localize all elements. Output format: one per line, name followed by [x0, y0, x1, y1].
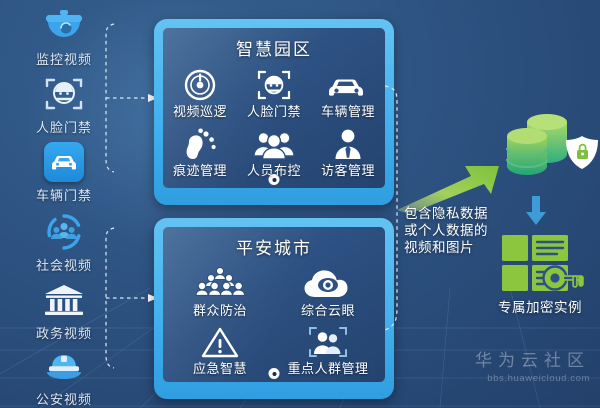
- source-label: 监控视频: [35, 52, 92, 67]
- vehicle-management-icon: [311, 63, 385, 101]
- cloud-eye-icon: [274, 262, 382, 300]
- feature-label: 访客管理: [320, 163, 375, 178]
- car-icon-chip: [44, 142, 84, 182]
- feature-label: 人脸门禁: [246, 104, 301, 119]
- panel-smart-park[interactable]: 智慧园区 视频巡逻: [154, 19, 394, 205]
- flow-caption-line-1: 包含隐私数据: [404, 206, 488, 221]
- source-label: 车辆门禁: [35, 188, 92, 203]
- feature-label: 人员布控: [246, 163, 301, 178]
- watermark-brand: 华为云社区: [475, 351, 590, 370]
- source-item-police-video[interactable]: 公安视频: [0, 344, 128, 408]
- panel-safe-city[interactable]: 平安城市: [154, 218, 394, 399]
- feature-personnel-control[interactable]: 人员布控: [237, 122, 311, 179]
- feature-key-population[interactable]: 重点人群管理: [274, 320, 382, 377]
- watermark: 华为云社区 bbs.huaweicloud.com: [475, 346, 590, 384]
- secure-database-icon: [506, 114, 598, 175]
- panel-title: 智慧园区: [236, 40, 312, 59]
- source-item-face-access[interactable]: 人脸门禁: [0, 72, 128, 136]
- source-label: 政务视频: [35, 326, 92, 341]
- key-population-icon: [274, 320, 382, 358]
- car-icon: [0, 140, 128, 184]
- feature-row-2: 痕迹管理 人员布控: [163, 122, 385, 179]
- source-item-social-video[interactable]: 社会视频: [0, 210, 128, 274]
- feature-face-access[interactable]: 人脸门禁: [237, 63, 311, 120]
- feature-video-patrol[interactable]: 视频巡逻: [163, 63, 237, 120]
- feature-label: 视频巡逻: [172, 104, 227, 119]
- shield-lock-icon: [566, 136, 598, 169]
- watermark-url: bbs.huaweicloud.com: [487, 373, 590, 384]
- source-label: 人脸门禁: [35, 120, 92, 135]
- panel-safe-city-screen: 平安城市: [163, 227, 385, 382]
- government-building-icon: [0, 278, 128, 322]
- personnel-control-icon: [237, 122, 311, 160]
- feature-row-1: 群众防治 综合云眼: [163, 262, 385, 319]
- face-recognition-icon: [0, 72, 128, 116]
- feature-label: 应急智慧: [192, 361, 247, 376]
- feature-vehicle-management[interactable]: 车辆管理: [311, 63, 385, 120]
- video-patrol-icon: [163, 63, 237, 101]
- encrypted-instance-label: 专属加密实例: [498, 300, 582, 315]
- feature-label: 重点人群管理: [287, 361, 369, 376]
- arrow-down-icon: [526, 196, 546, 225]
- community-people-icon: [0, 210, 128, 254]
- face-access-icon: [237, 63, 311, 101]
- source-list: 监控视频 人脸门禁: [0, 0, 128, 408]
- tablet-home-button[interactable]: [268, 174, 280, 185]
- source-label: 公安视频: [35, 392, 92, 407]
- flow-caption-line-3: 视频和图片: [404, 240, 474, 255]
- feature-visitor-management[interactable]: 访客管理: [311, 122, 385, 179]
- feature-row-2: 应急智慧 重点人群管理: [163, 320, 385, 377]
- feature-trace-management[interactable]: 痕迹管理: [163, 122, 237, 179]
- footprint-trace-icon: [163, 122, 237, 160]
- feature-label: 综合云眼: [300, 303, 355, 318]
- source-item-monitoring-video[interactable]: 监控视频: [0, 4, 128, 68]
- feature-label: 痕迹管理: [172, 163, 227, 178]
- source-item-vehicle-access[interactable]: 车辆门禁: [0, 140, 128, 204]
- tablet-home-button[interactable]: [268, 368, 280, 379]
- cctv-dome-camera-icon: [0, 4, 128, 48]
- feature-label: 车辆管理: [320, 104, 375, 119]
- feature-cloud-eye[interactable]: 综合云眼: [274, 262, 382, 319]
- source-label: 社会视频: [35, 258, 92, 273]
- emergency-alert-icon: [166, 320, 274, 358]
- crowd-prevention-icon: [166, 262, 274, 300]
- feature-label: 群众防治: [192, 303, 247, 318]
- panel-smart-park-screen: 智慧园区 视频巡逻: [163, 28, 385, 188]
- source-item-government-video[interactable]: 政务视频: [0, 278, 128, 342]
- feature-emergency-intelligence[interactable]: 应急智慧: [166, 320, 274, 377]
- feature-crowd-prevention[interactable]: 群众防治: [166, 262, 274, 319]
- police-cap-icon: [0, 344, 128, 388]
- feature-row-1: 视频巡逻: [163, 63, 385, 120]
- panel-title: 平安城市: [236, 239, 312, 258]
- flow-caption: 包含隐私数据 或个人数据的 视频和图片: [404, 205, 524, 256]
- visitor-management-icon: [311, 122, 385, 160]
- flow-caption-line-2: 或个人数据的: [404, 223, 488, 238]
